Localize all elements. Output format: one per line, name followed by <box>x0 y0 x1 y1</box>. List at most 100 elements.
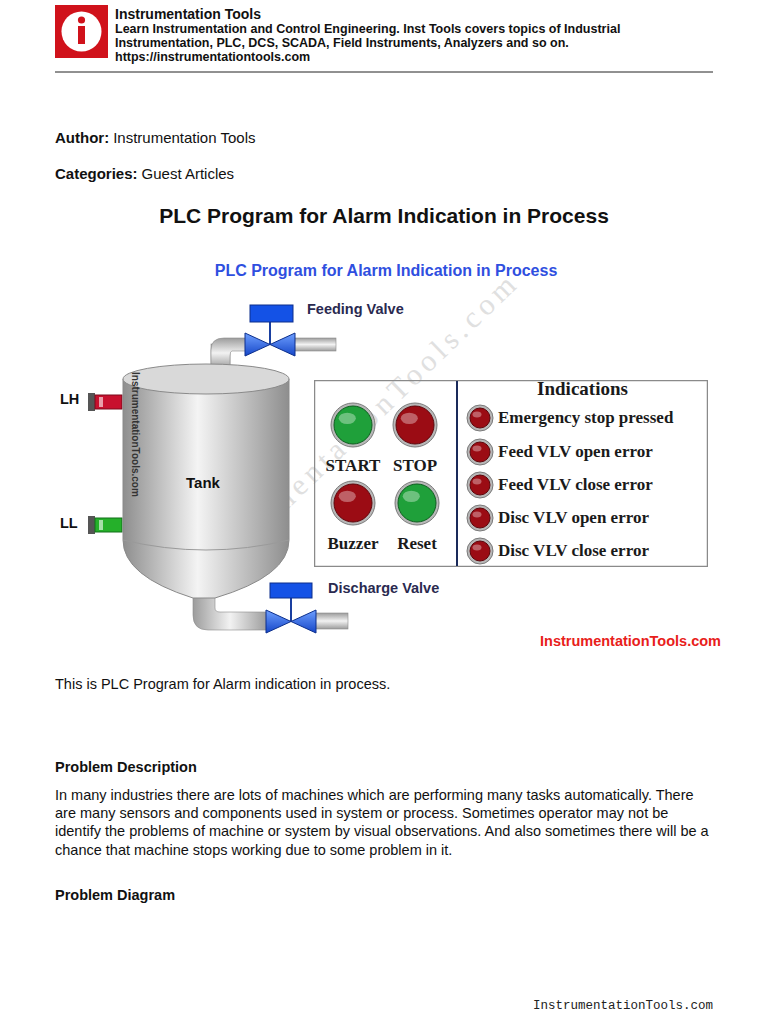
highlight <box>473 512 482 518</box>
lamp-label: Feed VLV close error <box>498 475 653 495</box>
indicator-lamp: Feed VLV close error <box>466 471 653 499</box>
bezel <box>467 505 493 531</box>
tank-label: Tank <box>186 474 220 491</box>
pipe <box>315 613 348 629</box>
button-label: STOP <box>385 456 445 476</box>
pipe-elbow <box>211 338 246 368</box>
header-rule <box>55 72 713 73</box>
bezel <box>467 538 493 564</box>
section-heading: Problem Description <box>55 759 197 776</box>
indicator-lamp: Disc VLV open error <box>466 504 649 532</box>
lamp-label: Disc VLV open error <box>498 508 649 528</box>
body-text: In many industries there are lots of mac… <box>55 786 715 859</box>
logo-circle <box>62 12 102 52</box>
highlight <box>339 491 356 502</box>
tank-watermark: InstrumentationTools.com <box>130 372 141 497</box>
button-face <box>327 399 379 451</box>
sensor-shine <box>99 520 103 530</box>
bezel <box>331 481 375 525</box>
lamp-face <box>466 471 494 499</box>
part-label: Feeding Valve <box>307 301 404 318</box>
pipe-elbow <box>193 596 267 630</box>
field-value: Guest Articles <box>142 165 235 183</box>
bezel <box>393 403 437 447</box>
highlight <box>473 446 482 452</box>
logo-dot <box>78 16 85 23</box>
lamp-label: Feed VLV open error <box>498 442 653 462</box>
sensor-label: LH <box>60 391 79 408</box>
site-name: Instrumentation Tools <box>115 6 261 23</box>
figure-title: PLC Program for Alarm Indication in Proc… <box>0 261 768 280</box>
lamp-symbol <box>466 504 494 532</box>
lens <box>470 408 490 428</box>
panel-border <box>315 381 708 567</box>
lens <box>470 541 490 561</box>
sensor-shine <box>99 397 103 407</box>
lens <box>396 406 434 444</box>
highlight <box>403 491 420 502</box>
valve-actuator <box>250 305 293 322</box>
lens <box>398 484 436 522</box>
page-footer: InstrumentationTools.com <box>533 999 713 1014</box>
button-symbol <box>327 477 379 529</box>
sensor-body <box>95 518 122 532</box>
lamp-symbol <box>466 537 494 565</box>
tank-top <box>123 364 289 394</box>
sensor-flange <box>88 516 95 534</box>
logo-stem <box>78 26 85 44</box>
field-name: Author: <box>55 129 109 147</box>
lamp-face <box>466 438 494 466</box>
indicator-lamp: Disc VLV close error <box>466 537 649 565</box>
bezel <box>331 403 375 447</box>
valve-body <box>266 610 316 633</box>
logo-square <box>55 5 108 58</box>
button-face <box>391 477 443 529</box>
lens <box>470 442 490 462</box>
push-button: Reset <box>387 477 447 554</box>
button-face <box>327 477 379 529</box>
control-panel: IndicationsSTARTSTOP BuzzerReset Emergency… <box>314 380 708 567</box>
button-label: Buzzer <box>323 534 383 554</box>
button-symbol <box>327 399 379 451</box>
button-symbol <box>389 399 441 451</box>
sensor-body <box>95 395 122 409</box>
lens <box>470 475 490 495</box>
indicator-lamp: Emergency stop pressed <box>466 404 673 432</box>
site-tagline: Learn Instrumentation and Control Engine… <box>115 22 660 50</box>
tank-body <box>123 379 289 598</box>
logo <box>55 5 108 58</box>
valve-actuator <box>270 583 312 598</box>
lamp-face <box>466 404 494 432</box>
valve-stem <box>290 598 292 621</box>
level-high-sensor <box>88 393 122 411</box>
button-symbol <box>391 477 443 529</box>
button-face <box>389 399 441 451</box>
lens <box>470 508 490 528</box>
site-url: https://instrumentationtools.com <box>115 50 310 65</box>
tank-seam <box>123 540 289 550</box>
bezel <box>467 405 493 431</box>
lens <box>334 406 372 444</box>
bezel <box>395 481 439 525</box>
tank: Tank InstrumentationTools.com <box>122 362 290 602</box>
button-label: Reset <box>387 534 447 554</box>
indicator-lamp: Feed VLV open error <box>466 438 653 466</box>
button-label: START <box>323 456 383 476</box>
highlight <box>473 545 482 551</box>
panel-heading: Indications <box>457 378 708 400</box>
bezel <box>467 439 493 465</box>
highlight <box>401 413 418 424</box>
section-heading: Problem Diagram <box>55 887 175 904</box>
push-button: STOP <box>385 399 445 476</box>
valve-stem <box>269 322 271 344</box>
lamp-symbol <box>466 471 494 499</box>
lamp-symbol <box>466 404 494 432</box>
part-label: Discharge Valve <box>328 580 439 597</box>
highlight <box>473 412 482 418</box>
lamp-label: Disc VLV close error <box>498 541 649 561</box>
highlight <box>339 413 356 424</box>
sensor-label: LL <box>60 515 78 532</box>
lamp-face <box>466 504 494 532</box>
lamp-label: Emergency stop pressed <box>498 408 673 428</box>
